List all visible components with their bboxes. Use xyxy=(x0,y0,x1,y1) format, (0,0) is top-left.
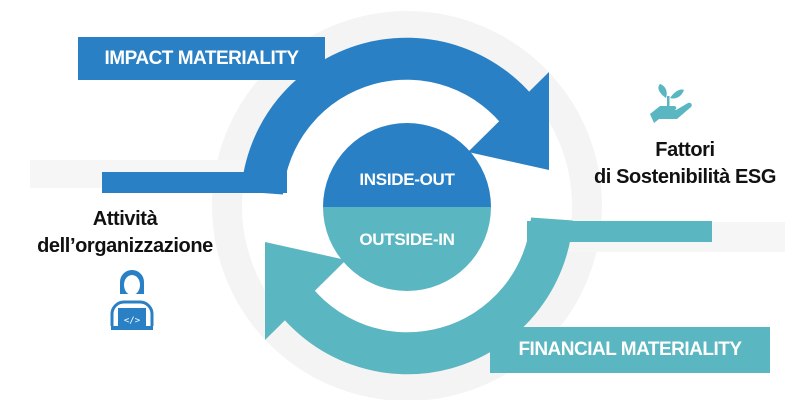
impact-materiality-label: IMPACT MATERIALITY xyxy=(104,47,300,69)
right-text-line-1: Fattori xyxy=(655,139,715,161)
left-text-line-1: Attività xyxy=(92,208,158,230)
svg-text:</>: </> xyxy=(124,316,141,326)
plant-hand-icon xyxy=(650,84,692,123)
inside-out-label: INSIDE-OUT xyxy=(359,170,455,189)
financial-arrow xyxy=(265,217,770,375)
developer-person-icon: </> xyxy=(110,270,154,330)
left-text-line-2: dell’organizzazione xyxy=(37,235,213,257)
financial-materiality-label: FINANCIAL MATERIALITY xyxy=(518,339,742,360)
organization-activities-text: Attività dell’organizzazione xyxy=(0,206,250,260)
right-text-line-2: di Sostenibilità ESG xyxy=(593,166,777,188)
esg-factors-text: Fattori di Sostenibilità ESG xyxy=(575,137,795,191)
outside-in-label: OUTSIDE-IN xyxy=(359,230,455,249)
center-circle xyxy=(323,123,491,291)
impact-arrow xyxy=(78,37,549,195)
